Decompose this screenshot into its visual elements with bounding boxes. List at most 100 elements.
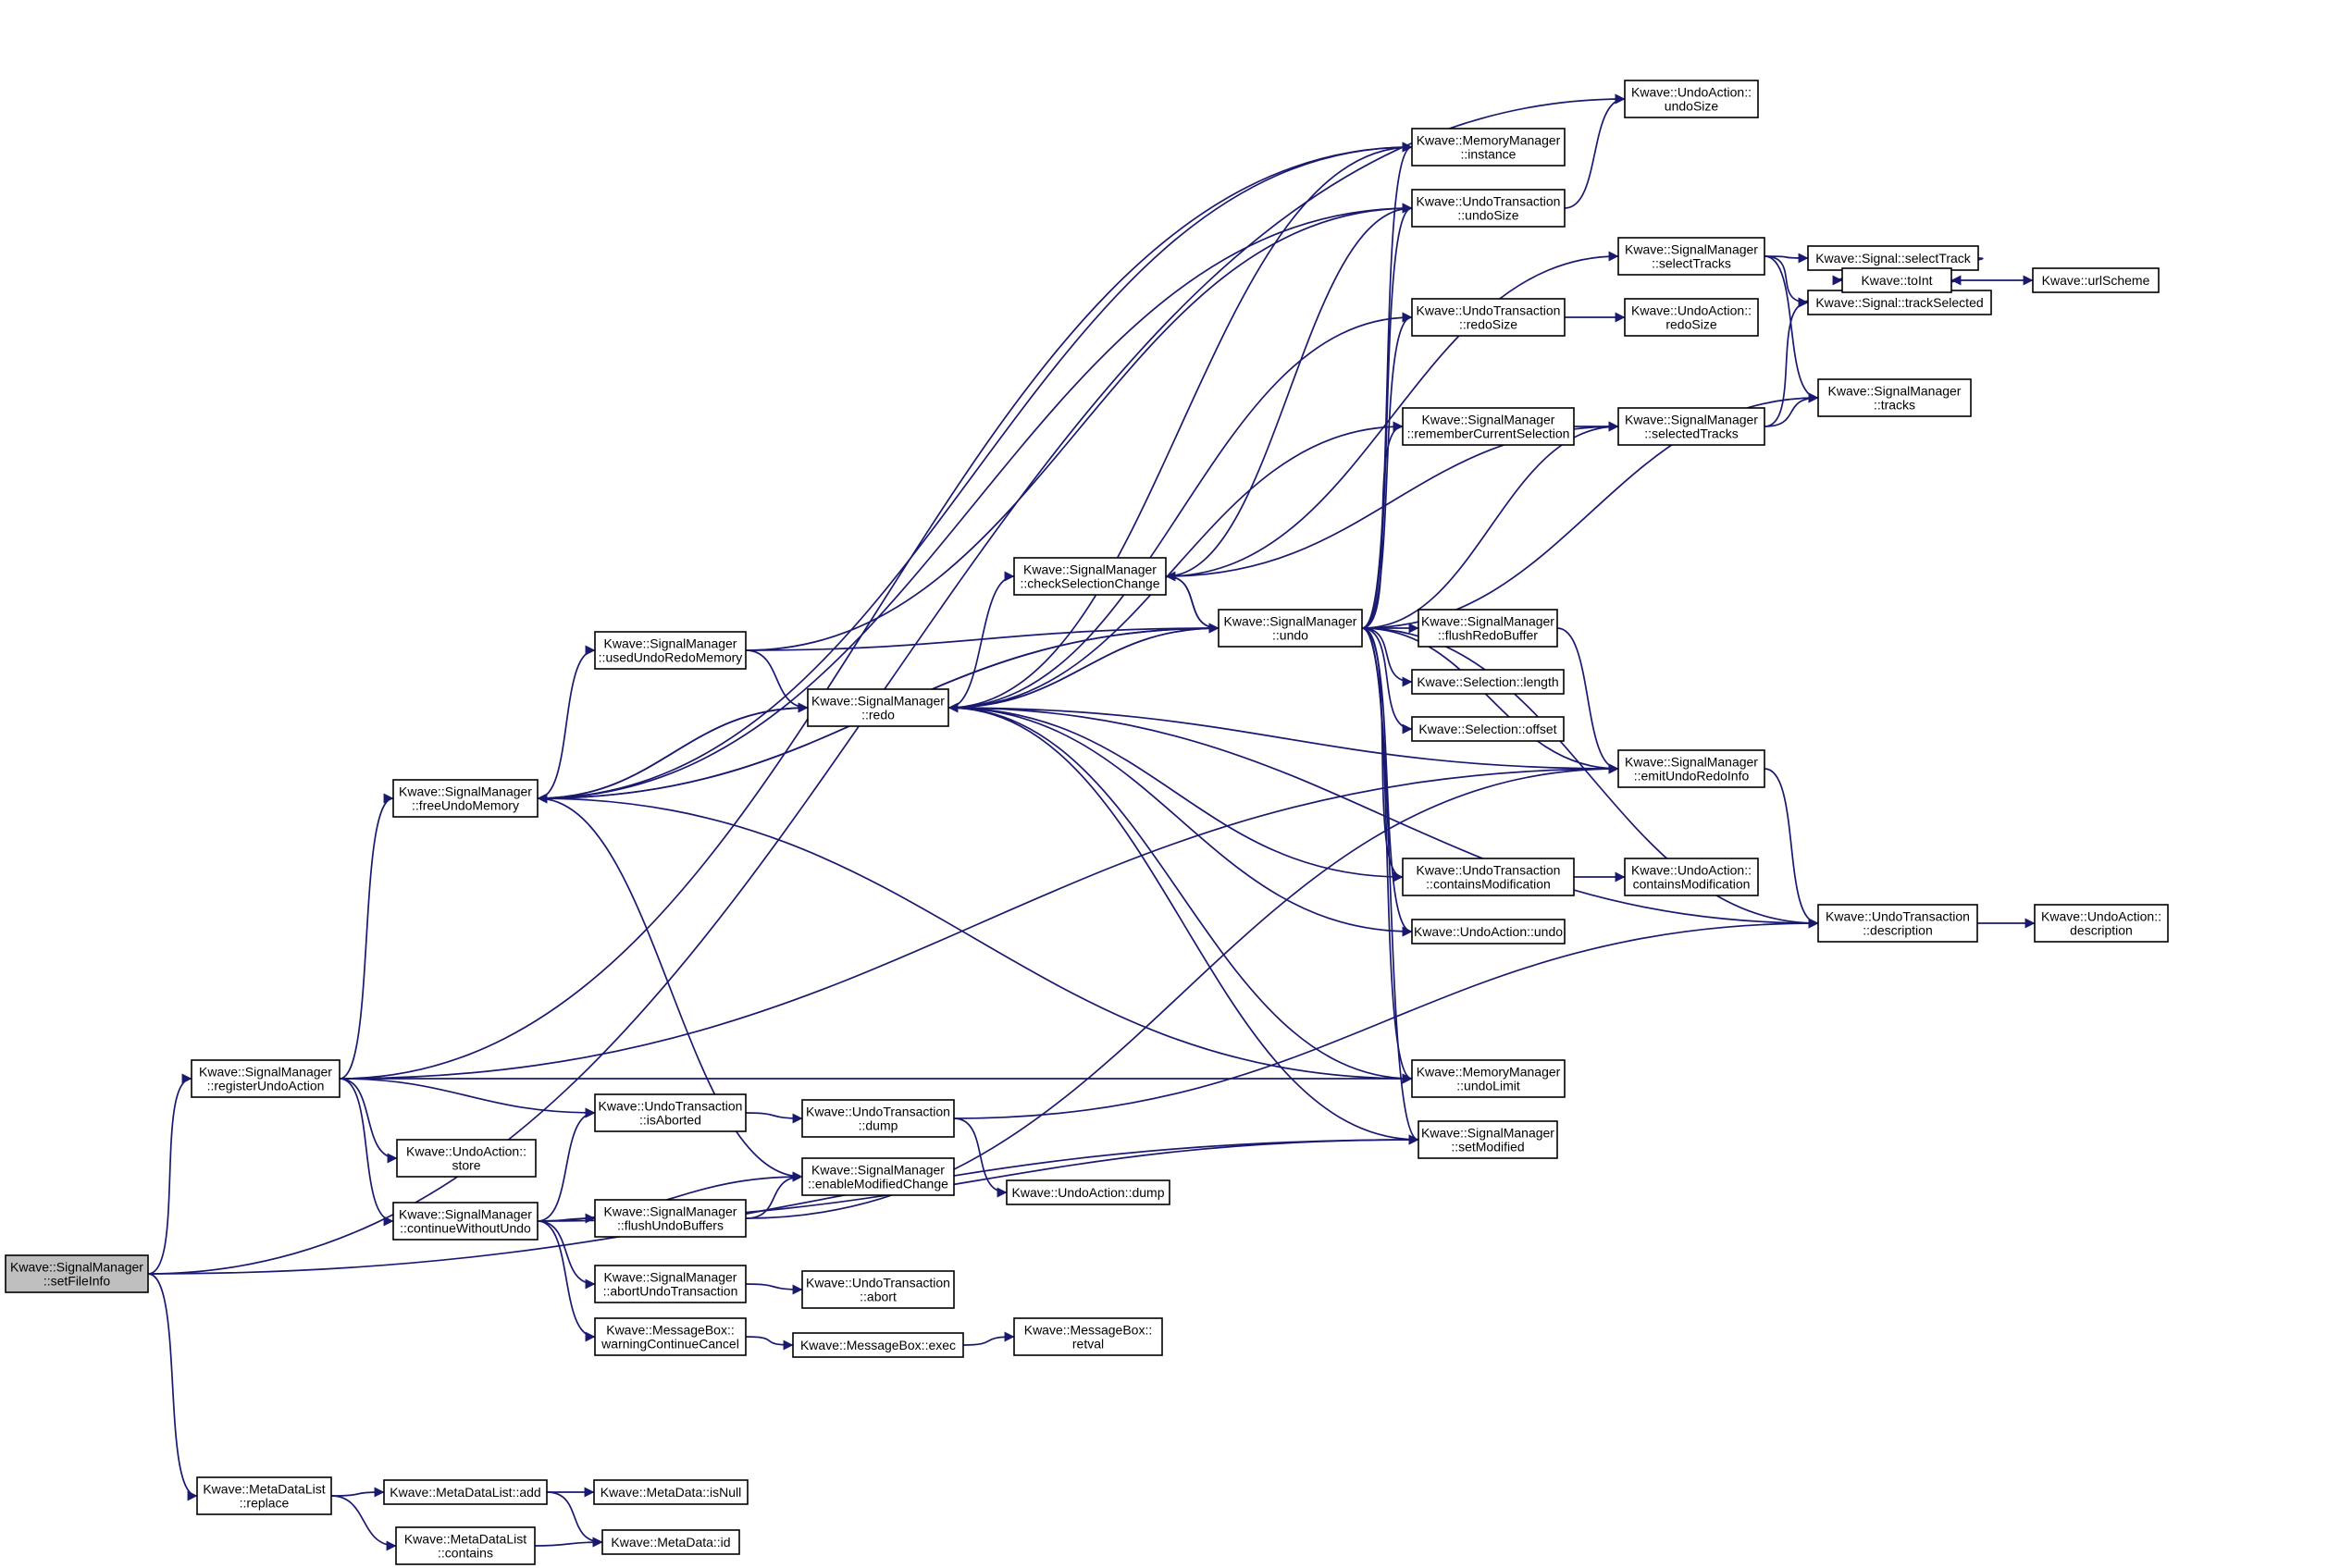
node-actionContainsModification[interactable]: Kwave::UndoAction::containsModification	[1624, 858, 1759, 896]
edge-continueWithoutUndo-to-abortUndoTransaction	[537, 1220, 596, 1290]
node-label-line: Kwave::SignalManager	[1023, 562, 1157, 577]
node-replace[interactable]: Kwave::MetaDataList::replace	[196, 1476, 332, 1515]
node-box	[2032, 267, 2160, 293]
edge-redo-to-freeUndoMemory	[537, 707, 809, 804]
node-mbRetval[interactable]: Kwave::MessageBox::retval	[1013, 1317, 1163, 1356]
node-label-line: Kwave::SignalManager	[1625, 413, 1758, 427]
node-setFileInfo[interactable]: Kwave::SignalManager::setFileInfo	[5, 1254, 149, 1293]
node-label-line: ::undo	[1272, 628, 1308, 643]
node-label-line: Kwave::MessageBox::exec	[800, 1338, 956, 1352]
node-mmUndoLimit[interactable]: Kwave::MemoryManager::undoLimit	[1411, 1059, 1566, 1098]
edge-registerUndoAction-to-continueWithoutUndo	[339, 1078, 394, 1227]
edge-replace-to-mdlAdd	[330, 1487, 385, 1498]
node-toInt[interactable]: Kwave::toInt	[1841, 267, 1952, 293]
node-emitUndoRedoInfo[interactable]: Kwave::SignalManager::emitUndoRedoInfo	[1617, 749, 1765, 788]
node-label-line: ::checkSelectionChange	[1021, 576, 1160, 591]
node-box	[1841, 267, 1952, 293]
node-continueWithoutUndo[interactable]: Kwave::SignalManager::continueWithoutUnd…	[392, 1202, 539, 1241]
node-label-line: Kwave::MessageBox::	[606, 1323, 735, 1338]
edge-setFileInfo-to-actionUndoSize	[147, 93, 1626, 1275]
node-mbExec[interactable]: Kwave::MessageBox::exec	[792, 1332, 964, 1358]
edge-redo-to-rememberCurrentSelection	[947, 421, 1404, 709]
edge-continueWithoutUndo-to-warningContinueCancel	[537, 1220, 596, 1342]
node-abortUndoTransaction[interactable]: Kwave::SignalManager::abortUndoTransacti…	[594, 1265, 747, 1303]
node-mdId[interactable]: Kwave::MetaData::id	[601, 1529, 740, 1555]
node-selectedTracks[interactable]: Kwave::SignalManager::selectedTracks	[1617, 407, 1765, 446]
node-txContainsModification[interactable]: Kwave::UndoTransaction::containsModifica…	[1402, 858, 1575, 896]
node-registerUndoAction[interactable]: Kwave::SignalManager::registerUndoAction	[191, 1059, 340, 1098]
node-isAborted[interactable]: Kwave::UndoTransaction::isAborted	[594, 1093, 747, 1132]
node-enableModifiedChange[interactable]: Kwave::SignalManager::enableModifiedChan…	[801, 1157, 955, 1196]
node-box	[1617, 237, 1765, 276]
node-redo[interactable]: Kwave::SignalManager::redo	[807, 688, 949, 727]
node-txUndoSize[interactable]: Kwave::UndoTransaction::undoSize	[1411, 189, 1566, 228]
edge-checkSelectionChange-to-selectedTracks	[1165, 421, 1619, 577]
node-label-line: ::instance	[1461, 147, 1517, 162]
node-flushUndoBuffers[interactable]: Kwave::SignalManager::flushUndoBuffers	[594, 1199, 747, 1238]
node-label-line: Kwave::SignalManager	[399, 784, 532, 799]
node-actionDescription[interactable]: Kwave::UndoAction::description	[2034, 904, 2169, 943]
node-actionStore[interactable]: Kwave::UndoAction::store	[396, 1139, 537, 1178]
edge-undo-to-txContainsModification	[1361, 627, 1404, 883]
node-undo[interactable]: Kwave::SignalManager::undo	[1218, 609, 1363, 648]
node-label-line: Kwave::MessageBox::	[1024, 1323, 1153, 1338]
node-label-line: Kwave::urlScheme	[2042, 273, 2150, 288]
node-box	[1013, 557, 1167, 596]
node-selOffset[interactable]: Kwave::Selection::offset	[1411, 716, 1565, 742]
node-mdIsNull[interactable]: Kwave::MetaData::isNull	[593, 1479, 749, 1505]
node-label-line: Kwave::UndoTransaction	[599, 1099, 743, 1114]
node-label-line: Kwave::SignalManager	[1421, 1126, 1554, 1141]
edge-undo-to-selectedTracks	[1361, 421, 1619, 629]
node-label-line: Kwave::Signal::trackSelected	[1815, 295, 1983, 310]
node-actionUndoSize[interactable]: Kwave::UndoAction::undoSize	[1624, 80, 1759, 118]
node-label-line: retval	[1072, 1337, 1104, 1352]
edge-undo-to-rememberCurrentSelection	[1361, 421, 1404, 629]
edge-selectTracks-to-signalSelectTrack	[1764, 253, 1809, 264]
edge-mdlContains-to-mdId	[534, 1537, 603, 1548]
edge-usedUndoRedoMemory-to-txUndoSize	[745, 203, 1413, 651]
node-setModified[interactable]: Kwave::SignalManager::setModified	[1418, 1120, 1558, 1159]
node-label-line: Kwave::UndoAction::	[1631, 85, 1752, 100]
edge-undo-to-txRedoSize	[1361, 312, 1413, 629]
node-txAbort[interactable]: Kwave::UndoTransaction::abort	[801, 1270, 955, 1309]
node-mdlAdd[interactable]: Kwave::MetaDataList::add	[383, 1479, 548, 1505]
node-actionUndo[interactable]: Kwave::UndoAction::undo	[1411, 919, 1566, 945]
node-label-line: Kwave::MetaData::id	[611, 1535, 730, 1549]
node-label-line: ::description	[1863, 923, 1932, 938]
node-actionDump[interactable]: Kwave::UndoAction::dump	[1006, 1179, 1170, 1205]
node-tracks[interactable]: Kwave::SignalManager::tracks	[1817, 378, 1972, 417]
node-txDescription[interactable]: Kwave::UndoTransaction::description	[1817, 904, 1978, 943]
node-actionRedoSize[interactable]: Kwave::UndoAction::redoSize	[1624, 298, 1759, 337]
edge-setFileInfo-to-replace	[147, 1273, 198, 1501]
edge-undo-to-txUndoSize	[1361, 203, 1413, 629]
node-mmInstance[interactable]: Kwave::MemoryManager::instance	[1411, 128, 1566, 167]
node-usedUndoRedoMemory[interactable]: Kwave::SignalManager::usedUndoRedoMemory	[594, 631, 747, 670]
node-txRedoSize[interactable]: Kwave::UndoTransaction::redoSize	[1411, 298, 1566, 337]
node-signalSelectTrack[interactable]: Kwave::Signal::selectTrack	[1807, 245, 1979, 271]
node-checkSelectionChange[interactable]: Kwave::SignalManager::checkSelectionChan…	[1013, 557, 1167, 596]
node-txDump[interactable]: Kwave::UndoTransaction::dump	[801, 1099, 955, 1138]
edge-redo-to-txDescription	[947, 707, 1819, 929]
node-signalTrackSelected[interactable]: Kwave::Signal::trackSelected	[1807, 290, 1992, 315]
node-label-line: Kwave::Signal::selectTrack	[1815, 251, 1972, 265]
node-box	[1617, 749, 1765, 788]
node-box	[594, 1093, 747, 1132]
node-label-line: Kwave::SignalManager	[1828, 384, 1962, 399]
node-freeUndoMemory[interactable]: Kwave::SignalManager::freeUndoMemory	[392, 779, 539, 818]
node-warningContinueCancel[interactable]: Kwave::MessageBox::warningContinueCancel	[594, 1317, 747, 1356]
node-rememberCurrentSelection[interactable]: Kwave::SignalManager::rememberCurrentSel…	[1402, 407, 1575, 446]
node-selLength[interactable]: Kwave::Selection::length	[1411, 669, 1565, 695]
node-label-line: Kwave::UndoAction::dump	[1012, 1185, 1165, 1200]
edge-undo-to-selOffset	[1361, 627, 1413, 735]
node-mdlContains[interactable]: Kwave::MetaDataList::contains	[395, 1526, 536, 1565]
node-label-line: Kwave::MetaDataList	[404, 1532, 526, 1547]
node-selectTracks[interactable]: Kwave::SignalManager::selectTracks	[1617, 237, 1765, 276]
node-urlScheme[interactable]: Kwave::urlScheme	[2032, 267, 2160, 293]
node-label-line: Kwave::SignalManager	[1625, 755, 1758, 770]
node-box	[594, 1199, 747, 1238]
node-label-line: Kwave::MemoryManager	[1417, 1065, 1561, 1080]
node-flushRedoBuffer[interactable]: Kwave::SignalManager::flushRedoBuffer	[1418, 609, 1558, 648]
edge-registerUndoAction-to-isAborted	[339, 1078, 596, 1118]
node-box	[594, 631, 747, 670]
edge-txUndoSize-to-actionUndoSize	[1564, 93, 1626, 209]
